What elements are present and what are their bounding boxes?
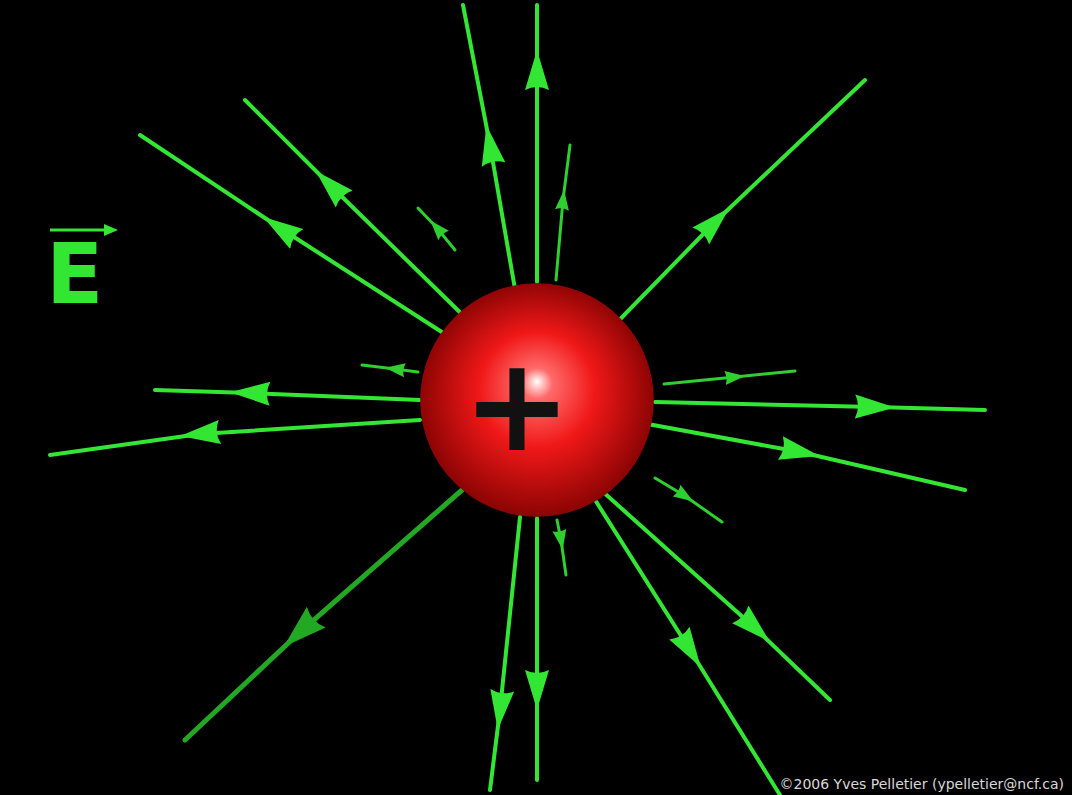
field-arrows [50,5,985,795]
copyright-note: ©2006 Yves Pelletier (ypelletier@ncf.ca) [780,777,1064,792]
field-symbol: E [46,232,103,316]
front-arrow [185,490,462,740]
charge-sphere: + [419,282,655,518]
charge-sign: + [463,340,572,470]
